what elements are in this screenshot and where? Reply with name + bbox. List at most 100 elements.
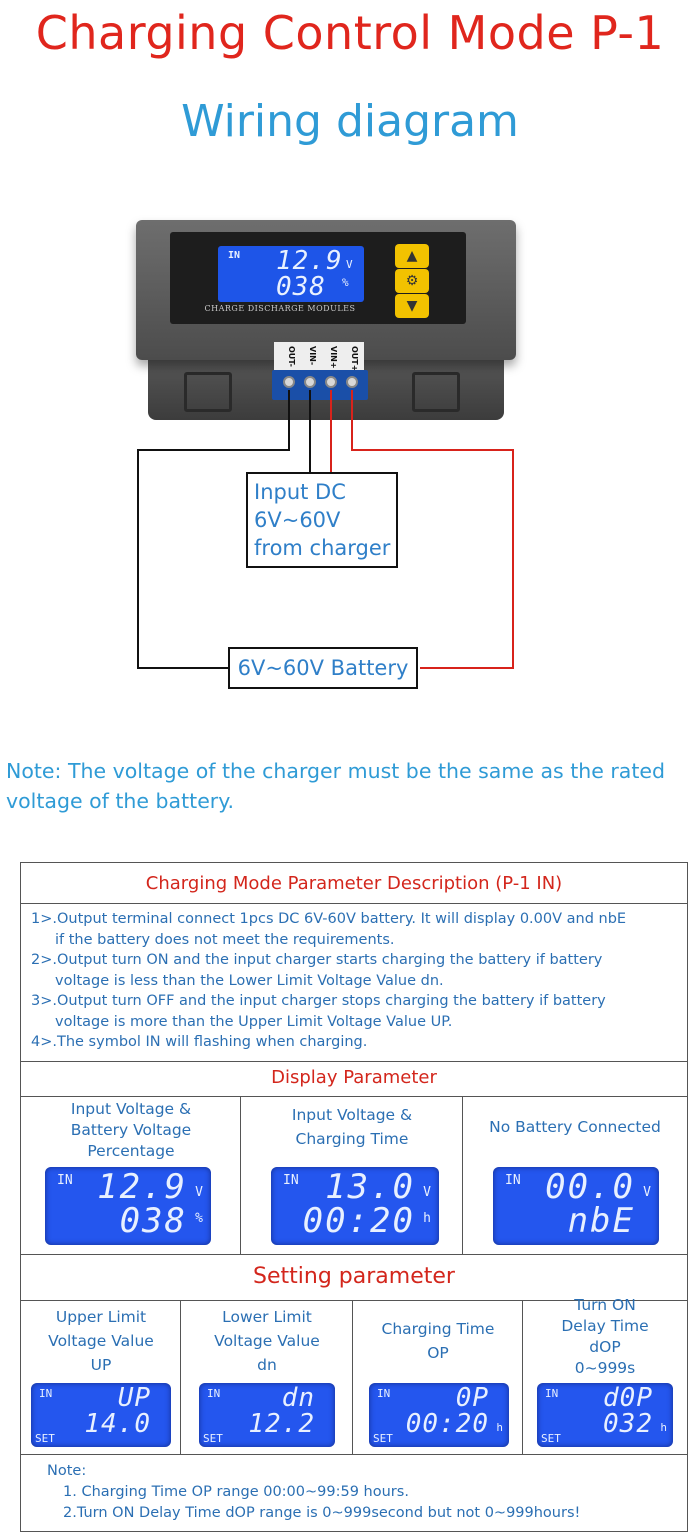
caption-line: dn xyxy=(257,1356,277,1374)
charger-voltage-note: Note: The voltage of the charger must be… xyxy=(6,759,666,813)
caption-line: Upper Limit xyxy=(55,1308,147,1326)
lcd-line1: 12.9 xyxy=(97,1167,187,1207)
lcd-unit1: V xyxy=(643,1185,651,1200)
lcd-in-indicator: IN xyxy=(39,1387,53,1400)
lcd-line2: 032 xyxy=(603,1409,653,1439)
caption-line: Voltage Value xyxy=(214,1332,320,1350)
display-cell-no-battery: No Battery Connected IN 00.0 V nbE xyxy=(463,1097,687,1254)
screw-icon xyxy=(304,376,316,388)
up-arrow-icon: ▲ xyxy=(395,244,429,268)
caption-line: Lower Limit xyxy=(222,1308,312,1326)
setting-parameter-title: Setting parameter xyxy=(253,1264,455,1289)
setting-cell-up: Upper Limit Voltage Value UP IN SET UP 1… xyxy=(21,1301,181,1454)
lcd-in-indicator: IN xyxy=(505,1173,521,1188)
display-parameter-row: Input Voltage & Battery Voltage Percenta… xyxy=(21,1097,687,1255)
caption-line: Delay Time xyxy=(561,1317,649,1335)
lcd-unit1: V xyxy=(346,258,353,271)
device-clip-right xyxy=(412,372,460,412)
lcd-line2: 00:20 xyxy=(302,1201,415,1241)
lcd-unit2: % xyxy=(342,276,349,289)
lcd-in-indicator: IN xyxy=(377,1387,391,1400)
lcd-set-indicator: SET xyxy=(35,1432,55,1445)
battery-box: 6V~60V Battery xyxy=(228,647,418,689)
lcd-set-indicator: SET xyxy=(373,1432,393,1445)
lcd-setting-dop: IN SET d0P 032 h xyxy=(537,1383,673,1447)
lcd-setting-op: IN SET 0P 00:20 h xyxy=(369,1383,509,1447)
lcd-line1: 13.0 xyxy=(325,1167,415,1207)
lcd-line2: 038 xyxy=(119,1201,187,1241)
description-line: 2>.Output turn ON and the input charger … xyxy=(31,952,603,968)
setting-caption: Upper Limit Voltage Value UP xyxy=(21,1305,181,1377)
description-line: voltage is less than the Lower Limit Vol… xyxy=(55,972,444,989)
description-line: 1>.Output terminal connect 1pcs DC 6V-60… xyxy=(31,911,627,927)
lcd-line1: UP xyxy=(117,1383,151,1413)
caption-line: Percentage xyxy=(87,1142,175,1160)
setting-caption: Charging Time OP xyxy=(353,1317,523,1365)
lcd-line1: 0P xyxy=(455,1383,489,1413)
lcd-line1: 00.0 xyxy=(545,1167,635,1207)
table-header: Charging Mode Parameter Description (P-1… xyxy=(145,873,563,894)
input-dc-box: Input DC 6V~60V from charger xyxy=(246,472,398,568)
wiring-lines xyxy=(137,390,514,669)
caption-line: OP xyxy=(427,1344,449,1362)
lcd-in-indicator: IN xyxy=(57,1173,73,1188)
caption-line: Battery Voltage xyxy=(70,1121,192,1139)
setting-header-row: Setting parameter xyxy=(21,1255,687,1301)
section-title-wiring: Wiring diagram xyxy=(181,96,519,147)
terminal-vin-minus: VIN- xyxy=(308,346,317,366)
device-clip-left xyxy=(184,372,232,412)
display-caption: Input Voltage & Charging Time xyxy=(241,1103,463,1151)
caption-line: Charging Time xyxy=(295,1130,409,1148)
lcd-unit2: h xyxy=(423,1211,431,1226)
input-box-line: from charger xyxy=(254,536,391,560)
setting-cell-dop: Turn ON Delay Time dOP 0~999s IN SET d0P… xyxy=(523,1296,687,1454)
lcd-set-indicator: SET xyxy=(203,1432,223,1445)
setting-cell-op: Charging Time OP IN SET 0P 00:20 h xyxy=(353,1301,523,1454)
note-line: 2.Turn ON Delay Time dOP range is 0~999s… xyxy=(63,1505,581,1521)
lcd-unit1: V xyxy=(423,1185,431,1200)
input-box-line: Input DC xyxy=(254,480,346,504)
terminal-vin-plus: VIN+ xyxy=(329,346,338,369)
display-cell-voltage-percent: Input Voltage & Battery Voltage Percenta… xyxy=(21,1097,241,1254)
divider xyxy=(21,903,687,904)
range-note: Note: 1. Charging Time OP range 00:00~99… xyxy=(47,1461,687,1524)
lcd-line1: 12.9 xyxy=(276,246,343,276)
lcd-unit2: h xyxy=(660,1421,667,1434)
lcd-display-1: IN 12.9 V 038 % xyxy=(45,1167,211,1245)
description-line: 4>.The symbol IN will flashing when char… xyxy=(31,1034,368,1050)
lcd-in-indicator: IN xyxy=(545,1387,559,1400)
lcd-display-3: IN 00.0 V nbE xyxy=(493,1167,659,1245)
input-box-line: 6V~60V xyxy=(254,508,341,532)
caption-line: Input Voltage & xyxy=(291,1106,413,1124)
device-lcd: IN 12.9 V 038 % xyxy=(218,246,364,302)
caption-line: dOP xyxy=(589,1338,621,1356)
note-heading: Note: xyxy=(47,1463,87,1479)
wire-out-minus xyxy=(137,390,290,669)
caption-line: No Battery Connected xyxy=(489,1118,661,1136)
description-line: if the battery does not meet the require… xyxy=(55,931,395,948)
note-line: 1. Charging Time OP range 00:00~99:59 ho… xyxy=(63,1484,409,1500)
mode-description: 1>.Output terminal connect 1pcs DC 6V-60… xyxy=(31,909,681,1053)
lcd-display-2: IN 13.0 V 00:20 h xyxy=(271,1167,439,1245)
lcd-unit2: % xyxy=(195,1211,203,1226)
display-parameter-title: Display Parameter xyxy=(271,1067,437,1088)
setting-cell-dn: Lower Limit Voltage Value dn IN SET dn 1… xyxy=(181,1301,353,1454)
caption-line: Turn ON xyxy=(574,1296,636,1314)
caption-line: Charging Time xyxy=(381,1320,495,1338)
caption-line: UP xyxy=(90,1356,112,1374)
screw-icon xyxy=(346,376,358,388)
terminal-out-plus: OUT+ xyxy=(350,346,359,372)
lcd-unit2: h xyxy=(496,1421,503,1434)
display-caption: No Battery Connected xyxy=(463,1115,687,1139)
lcd-line1: d0P xyxy=(603,1383,653,1413)
lcd-in-indicator: IN xyxy=(283,1173,299,1188)
lcd-line2: 00:20 xyxy=(405,1409,489,1439)
setting-caption: Lower Limit Voltage Value dn xyxy=(181,1305,353,1377)
lcd-line1: dn xyxy=(281,1383,315,1413)
terminal-out-minus: OUT- xyxy=(287,346,296,367)
screw-icon xyxy=(325,376,337,388)
caption-line: 0~999s xyxy=(574,1359,636,1377)
display-caption: Input Voltage & Battery Voltage Percenta… xyxy=(21,1099,241,1162)
caption-line: Input Voltage & xyxy=(70,1100,192,1118)
lcd-set-indicator: SET xyxy=(541,1432,561,1445)
